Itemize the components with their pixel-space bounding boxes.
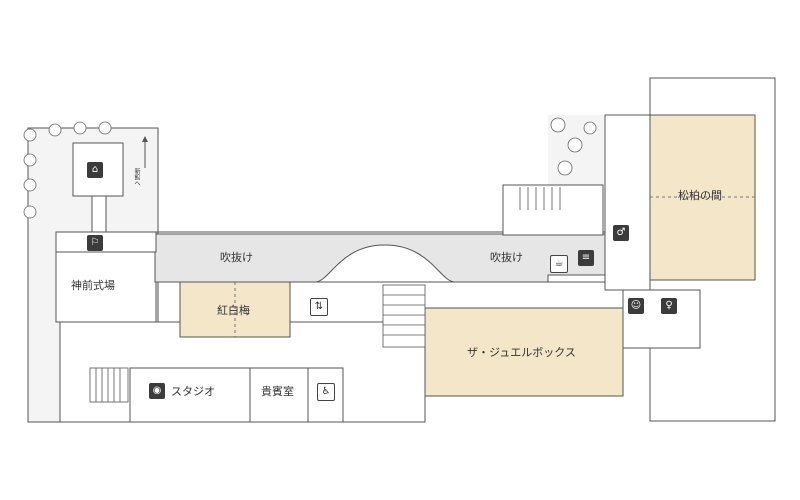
room-label-studio: スタジオ (171, 385, 215, 398)
nursing-icon: ☺ (628, 298, 644, 314)
shrine-room-box (72, 142, 124, 197)
room-label-kihinshitsu: 貴賓室 (261, 385, 294, 398)
void-label-left: 吹抜け (220, 251, 253, 264)
camera-icon: ◉ (149, 383, 165, 399)
void-area (154, 233, 606, 283)
room-label-shouhaku: 松柏の間 (678, 189, 722, 202)
trees (23, 117, 597, 219)
elevator-icon: ⇅ (310, 298, 328, 316)
lounge-icon: ☕ (550, 255, 568, 273)
toilet-women-icon: ♀ (661, 298, 677, 314)
stairs (89, 187, 561, 403)
kouhakubai-room (179, 281, 291, 338)
ceremony-icon: ⚐ (87, 235, 103, 251)
wheelchair-icon: ♿ (317, 383, 335, 401)
kihinshitsu-room (249, 367, 309, 423)
new-building-sign: 新館へ (133, 168, 140, 186)
toilet-men-icon: ♂ (613, 225, 629, 241)
void-label-right: 吹抜け (490, 251, 523, 264)
room-label-jinzen: 神前式場 (71, 279, 115, 292)
jewel-box-room (424, 307, 624, 397)
smoking-icon: ≡ (578, 250, 594, 266)
room-label-jewel-box: ザ・ジュエルボックス (467, 346, 576, 359)
shouhaku-room (649, 114, 756, 281)
room-label-kouhakubai: 紅白梅 (217, 304, 250, 317)
shrine-icon: ⌂ (87, 162, 103, 178)
